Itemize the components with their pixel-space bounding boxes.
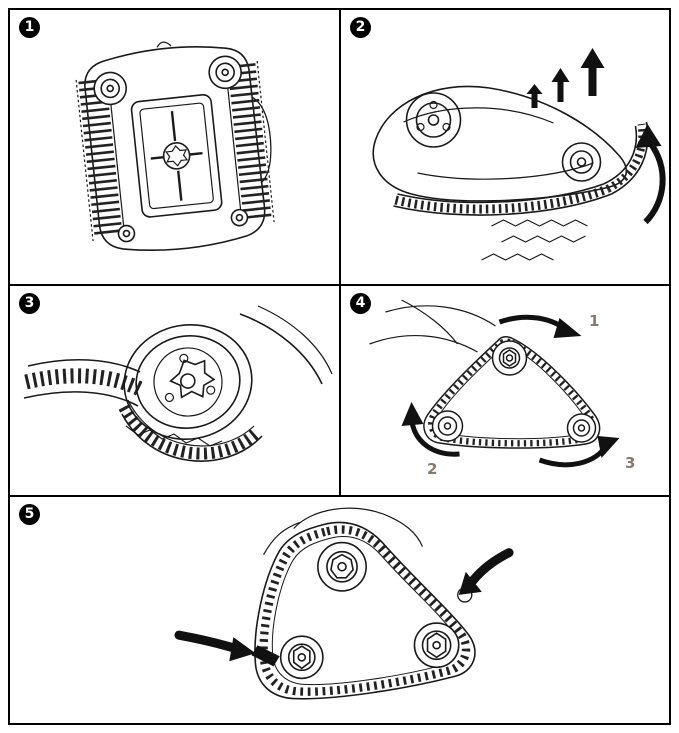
rotate-arrow-icon xyxy=(635,124,666,225)
step-2-illustration xyxy=(372,48,666,261)
belt-callout-2: 2 xyxy=(427,460,438,478)
base-track xyxy=(254,521,476,700)
pulley-top xyxy=(317,541,367,592)
step-number-badge: 2 xyxy=(350,17,371,38)
right-track xyxy=(224,60,275,224)
step-5-illustration xyxy=(174,507,514,700)
step-number-badge: 4 xyxy=(350,293,371,314)
device-top-view xyxy=(75,41,275,252)
latch-slot xyxy=(251,645,280,667)
top-left-pulley xyxy=(93,71,128,106)
step-panel-1: 1 xyxy=(10,10,341,286)
bottom-track xyxy=(393,183,612,216)
lifted-track xyxy=(603,121,649,195)
step-4-illustration xyxy=(369,299,620,468)
track-band xyxy=(23,359,263,462)
step-panel-2: 2 xyxy=(341,10,669,286)
step-panel-3: 3 xyxy=(10,286,341,497)
step-3-illustration xyxy=(23,305,333,462)
step-number-badge: 3 xyxy=(19,293,40,314)
step-number-badge: 5 xyxy=(19,504,40,525)
step-panel-5: 5 xyxy=(10,497,669,723)
left-pulley xyxy=(405,92,462,148)
lift-arrows-icon xyxy=(526,48,605,108)
steps-grid: 1 xyxy=(8,8,671,725)
top-right-pulley xyxy=(208,55,242,90)
body-hint xyxy=(369,299,496,353)
tread-detail xyxy=(481,219,588,261)
step-number-badge: 1 xyxy=(19,17,40,38)
center-plate xyxy=(130,93,223,218)
press-arrows-icon xyxy=(174,548,514,662)
step-panel-4: 4 xyxy=(341,286,669,497)
pulley-right xyxy=(413,622,460,669)
left-pulley xyxy=(431,410,464,442)
body-edge xyxy=(239,313,323,385)
device-body xyxy=(372,85,628,202)
front-pulley xyxy=(491,340,528,376)
wheel xyxy=(123,323,253,441)
step-1-illustration xyxy=(75,41,275,252)
belt-callout-1: 1 xyxy=(589,312,600,330)
pulley-left xyxy=(279,635,324,680)
right-pulley xyxy=(561,142,602,182)
body-hint xyxy=(263,507,424,555)
right-pulley xyxy=(566,413,597,443)
direction-arrows-icon xyxy=(401,314,620,468)
belt-callout-3: 3 xyxy=(625,454,636,472)
